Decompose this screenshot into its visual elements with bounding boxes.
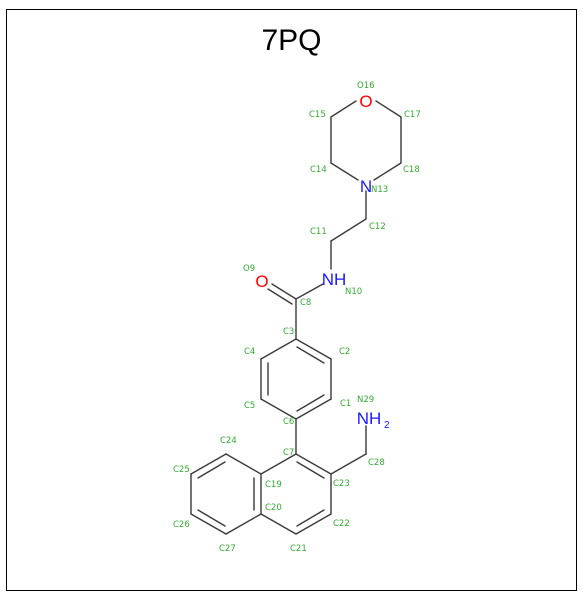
bond-c1-c6 bbox=[295, 398, 332, 420]
atom-label-c3: C3 bbox=[283, 327, 294, 337]
atom-label-c15: C15 bbox=[309, 110, 326, 120]
molecule-diagram: O N O NH NH 2 O16 C15 C17 C14 C18 N13 C1… bbox=[173, 81, 421, 554]
bond-c8-o9-a bbox=[271, 283, 297, 300]
bond-c24-c25 bbox=[190, 453, 227, 475]
nitrogen-atom-amine: NH bbox=[357, 409, 382, 428]
bond-c19-c24 bbox=[225, 453, 262, 475]
bond-c24-c25-inner bbox=[197, 461, 226, 479]
structure-panel: 7PQ bbox=[6, 9, 577, 591]
atom-label-c21: C21 bbox=[290, 544, 307, 554]
bond-c3-c2 bbox=[295, 338, 332, 360]
bond-c12-c11 bbox=[330, 218, 367, 242]
nitrogen-atom-morpholine: N bbox=[360, 177, 372, 196]
atom-label-o16: O16 bbox=[357, 81, 375, 91]
atom-label-c5: C5 bbox=[244, 401, 255, 411]
atom-label-c14: C14 bbox=[310, 165, 327, 175]
bond-c26-c27-inner bbox=[197, 509, 226, 527]
atom-label-c12: C12 bbox=[369, 222, 386, 232]
bond-n10-c8 bbox=[295, 283, 324, 300]
bond-c19-c7 bbox=[260, 453, 297, 475]
atom-label-c18: C18 bbox=[403, 165, 420, 175]
atom-label-c1: C1 bbox=[340, 399, 351, 409]
bond-c7-c23-inner bbox=[296, 461, 325, 479]
atom-label-n10: N10 bbox=[345, 287, 362, 297]
atom-label-c19: C19 bbox=[265, 480, 282, 490]
molecule-title: 7PQ bbox=[261, 24, 322, 57]
atom-label-c7: C7 bbox=[283, 448, 294, 458]
bond-c7-c23 bbox=[295, 453, 332, 475]
bond-c14-n13 bbox=[330, 162, 359, 181]
oxygen-atom-morpholine: O bbox=[359, 92, 372, 111]
atom-label-c20: C20 bbox=[265, 503, 282, 513]
bond-o16-c17 bbox=[375, 100, 402, 118]
bond-c23-c28 bbox=[330, 453, 367, 475]
nitrogen-atom-amide: NH bbox=[322, 270, 347, 289]
bond-c26-c27 bbox=[190, 513, 227, 535]
oxygen-atom-carbonyl: O bbox=[255, 272, 268, 291]
bond-c22-c21 bbox=[295, 513, 332, 535]
atom-label-c11: C11 bbox=[310, 227, 327, 237]
atom-label-c25: C25 bbox=[173, 465, 190, 475]
bond-c8-o9-b bbox=[267, 288, 293, 305]
atom-label-c2: C2 bbox=[339, 347, 350, 357]
atom-label-c27: C27 bbox=[219, 544, 236, 554]
atom-label-c6: C6 bbox=[283, 417, 294, 427]
atom-label-c17: C17 bbox=[404, 110, 421, 120]
bond-o16-c15 bbox=[330, 100, 357, 118]
atom-label-c23: C23 bbox=[333, 479, 350, 489]
atom-label-n29: N29 bbox=[357, 395, 374, 405]
bond-c1-c6-inner bbox=[296, 394, 325, 412]
atom-label-c24: C24 bbox=[220, 436, 237, 446]
bond-c18-n13 bbox=[373, 162, 402, 181]
atom-label-c4: C4 bbox=[244, 347, 255, 357]
atom-label-n13: N13 bbox=[371, 185, 388, 195]
atom-label-c28: C28 bbox=[368, 458, 385, 468]
bond-c27-c20 bbox=[225, 513, 262, 535]
bond-c6-c5 bbox=[260, 398, 297, 420]
atom-label-c8: C8 bbox=[300, 298, 311, 308]
amine-subscript: 2 bbox=[384, 420, 390, 431]
bond-c4-c3 bbox=[260, 338, 297, 360]
bond-c22-c21-inner bbox=[296, 509, 325, 527]
atom-label-c26: C26 bbox=[173, 520, 190, 530]
atom-label-c22: C22 bbox=[333, 519, 350, 529]
bond-c21-c20 bbox=[260, 513, 297, 535]
atom-label-o9: O9 bbox=[243, 264, 255, 274]
bond-c3-c2-inner bbox=[296, 346, 325, 364]
